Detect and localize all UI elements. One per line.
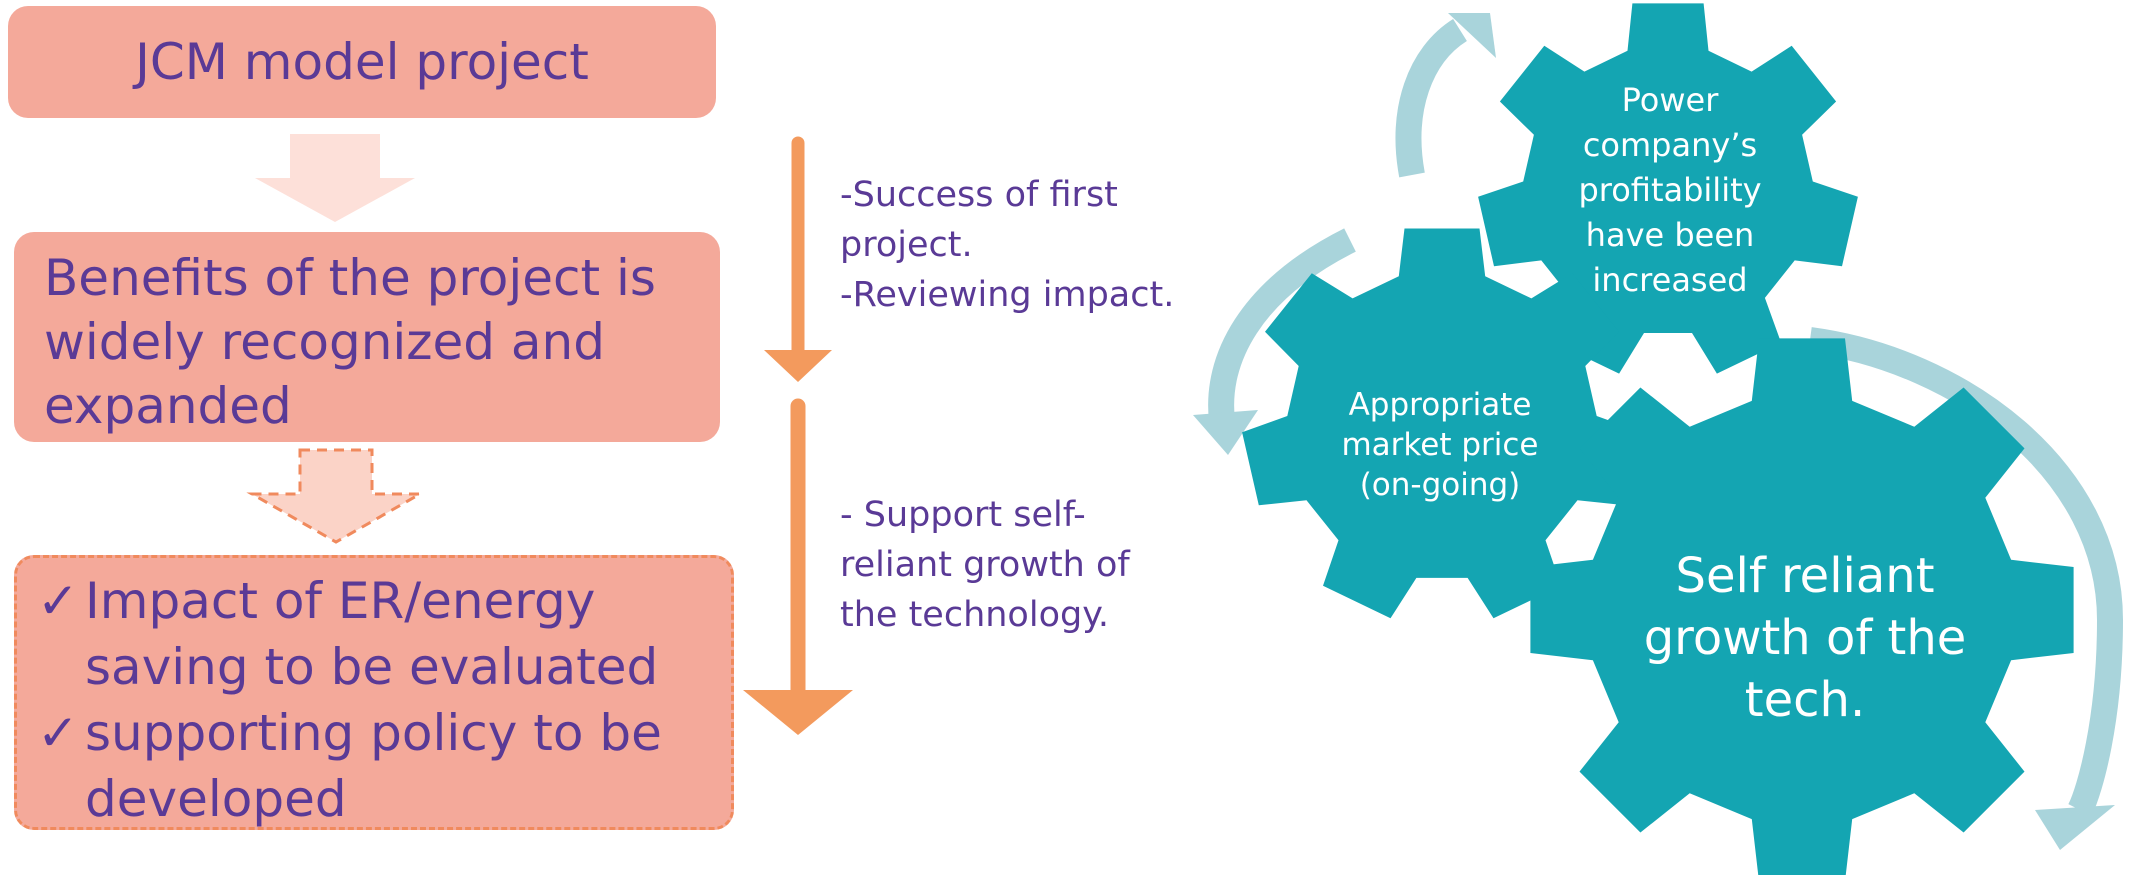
- cycle-arrow-left-head-icon: [1193, 410, 1258, 455]
- down-arrow-dashed-icon: [246, 448, 426, 544]
- cycle-arrow-top: [1395, 18, 1468, 178]
- jcm-model-project-box: JCM model project: [8, 6, 716, 118]
- impact-item-text: Impact of ER/energy saving to be evaluat…: [85, 572, 659, 696]
- jcm-model-project-label: JCM model project: [135, 33, 589, 91]
- note-top-line: -Reviewing impact.: [840, 275, 1175, 315]
- impact-box: ✓ Impact of ER/energy saving to be evalu…: [14, 555, 734, 830]
- check-icon: ✓: [37, 572, 79, 630]
- orange-arrow-head-bottom: [743, 690, 853, 735]
- cycle-arrow-left: [1208, 228, 1356, 422]
- down-arrow-icon: [255, 134, 415, 222]
- cycle-arrow-right-head-icon: [2035, 805, 2115, 850]
- note-top: -Success of first project. -Reviewing im…: [840, 170, 1200, 320]
- benefits-label: Benefits of the project is widely recogn…: [44, 249, 656, 435]
- gear-top-label: Power company’s profitability have been …: [1578, 81, 1762, 299]
- note-top-line: -Success of first project.: [840, 175, 1118, 265]
- gear-big-icon: [1530, 338, 2074, 875]
- gear-middle-label: Appropriate market price (on-going): [1341, 387, 1539, 503]
- impact-item: ✓ Impact of ER/energy saving to be evalu…: [37, 568, 711, 700]
- orange-arrow-head-top: [764, 350, 832, 382]
- gear-middle-icon: [1242, 228, 1642, 619]
- benefits-box: Benefits of the project is widely recogn…: [14, 232, 720, 442]
- policy-item-text: supporting policy to be developed: [85, 704, 662, 828]
- gear-big-label: Self reliant growth of the tech.: [1643, 548, 1967, 728]
- cycle-arrow-top-head-icon: [1448, 13, 1496, 58]
- note-bottom: - Support self-reliant growth of the tec…: [840, 490, 1170, 640]
- policy-item: ✓ supporting policy to be developed: [37, 700, 711, 832]
- gear-mid-shape: [1242, 228, 1642, 619]
- gear-big-shape: [1530, 338, 2074, 875]
- cycle-arrow-right: [1808, 327, 2124, 816]
- check-icon: ✓: [37, 704, 79, 762]
- note-bottom-line: - Support self-reliant growth of the tec…: [840, 495, 1130, 635]
